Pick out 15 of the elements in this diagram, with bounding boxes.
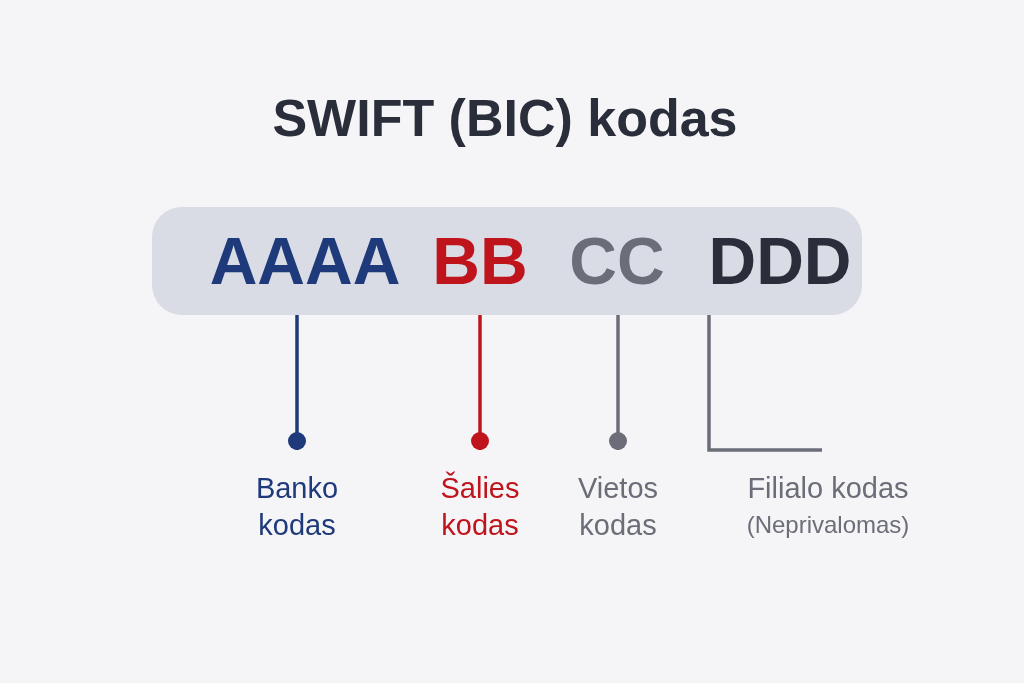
segment-label: Filialo kodas [746, 471, 910, 506]
code-letters: DDD [708, 223, 852, 299]
leader-line [609, 315, 627, 450]
code-letters: BB [432, 223, 528, 299]
code-letters: CC [569, 223, 665, 299]
diagram-title: SWIFT (BIC) kodas [271, 88, 739, 148]
leader-line [471, 315, 489, 450]
code-band [152, 207, 862, 315]
code-letters: AAAA [209, 223, 401, 299]
segment-label: Vietos kodas [576, 471, 660, 543]
leader-line [288, 315, 306, 450]
segment-label: Šalies kodas [439, 470, 521, 543]
leader-line [707, 315, 822, 452]
optional-note: (Neprivalomas) [745, 510, 911, 540]
segment-label: Banko kodas [254, 471, 340, 543]
